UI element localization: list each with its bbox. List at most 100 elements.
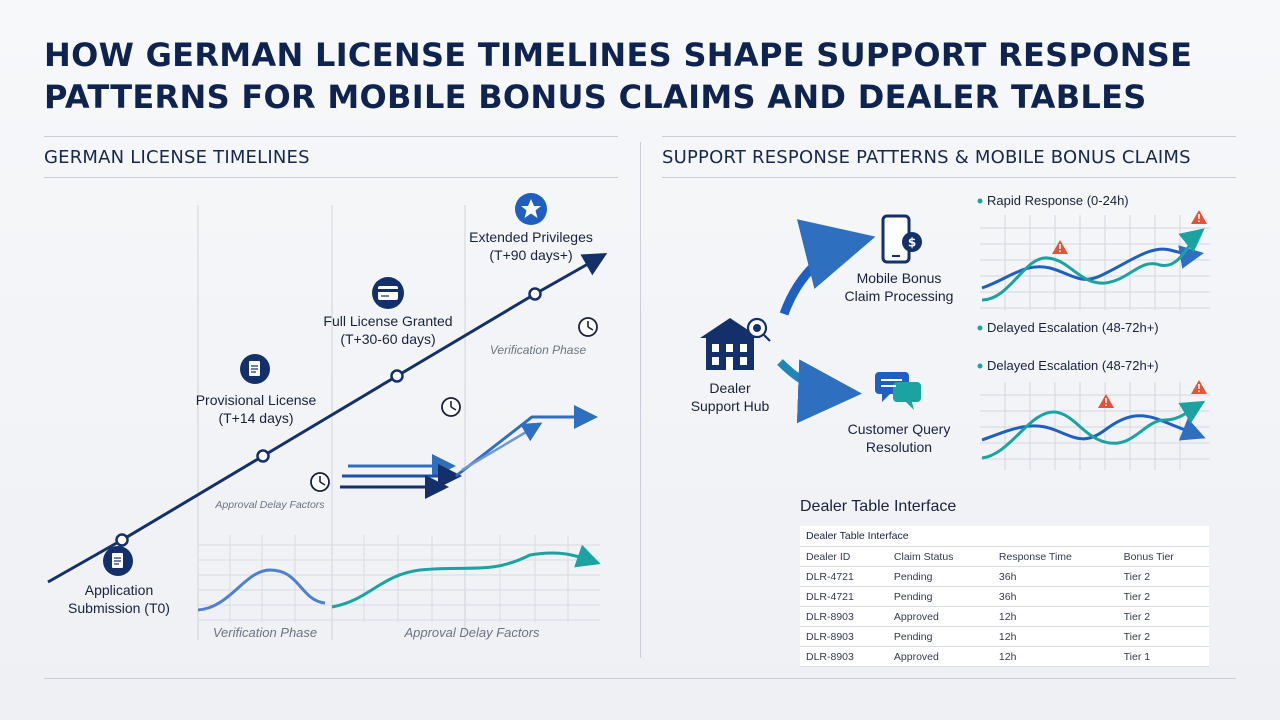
hub-label-2: Support Hub <box>691 398 770 414</box>
top-rule-right <box>662 136 1236 137</box>
provisional-speed-arrows <box>360 394 436 416</box>
mobile-label-1: Mobile Bonus <box>857 270 942 286</box>
approval-delay-upper-label: Approval Delay Factors <box>214 499 325 511</box>
table-cell: 12h <box>992 646 1118 667</box>
table-cell: Tier 2 <box>1117 566 1209 587</box>
top-rule-left <box>44 136 618 137</box>
table-cell: Tier 1 <box>1117 646 1209 667</box>
column-header: Response Time <box>992 547 1118 567</box>
extended-label-1: Extended Privileges <box>469 229 593 245</box>
table-cell: Tier 2 <box>1117 626 1209 647</box>
table-row: DLR-8903 Pending 12h Tier 2 <box>800 626 1209 647</box>
table-cell: Pending <box>887 626 993 647</box>
legend-dot-delayed-b <box>977 363 983 369</box>
document-icon <box>240 354 270 384</box>
full-license-label-2: (T+30-60 days) <box>340 331 435 347</box>
query-label-2: Resolution <box>866 439 932 455</box>
table-cell: 36h <box>992 566 1118 587</box>
table-cell: Pending <box>887 586 993 607</box>
verification-phase-bottom-label: Verification Phase <box>213 625 317 640</box>
mobile-label-2: Claim Processing <box>845 288 954 304</box>
clock-icon <box>578 317 598 337</box>
table-row: DLR-4721 Pending 36h Tier 2 <box>800 566 1209 587</box>
verification-speed-arrows <box>484 315 573 337</box>
legend-dot-rapid <box>977 198 983 204</box>
column-header: Dealer ID <box>800 547 888 567</box>
milestone-dot-extended <box>528 287 542 301</box>
upper-chart-teal-line <box>981 228 1205 302</box>
dealer-table: Dealer Table Interface Dealer ID Claim S… <box>800 526 1209 667</box>
approval-speed-arrows <box>232 469 306 491</box>
table-header-row: Dealer ID Claim Status Response Time Bon… <box>800 547 1209 567</box>
title-line-1: HOW GERMAN LICENSE TIMELINES SHAPE SUPPO… <box>44 36 1193 74</box>
table-cell: DLR-4721 <box>800 586 888 607</box>
table-cell: 12h <box>992 626 1118 647</box>
table-cell: Tier 2 <box>1117 606 1209 627</box>
left-bottom-grid <box>198 535 600 622</box>
svg-text:$: $ <box>908 236 916 250</box>
id-card-icon <box>372 277 404 309</box>
title-line-2: PATTERNS FOR MOBILE BONUS CLAIMS AND DEA… <box>44 78 1147 116</box>
column-header: Claim Status <box>887 547 993 567</box>
table-cell: Approved <box>887 646 993 667</box>
provisional-label-1: Provisional License <box>196 392 317 408</box>
chat-bubbles-icon <box>875 372 921 410</box>
table-cell: DLR-8903 <box>800 606 888 627</box>
table-cell: DLR-8903 <box>800 646 888 667</box>
smartphone-dollar-icon: $ <box>881 214 922 264</box>
building-headset-icon <box>700 317 771 370</box>
clock-icon <box>310 472 330 492</box>
table-row: DLR-4721 Pending 36h Tier 2 <box>800 586 1209 607</box>
bottom-rule <box>44 678 1236 679</box>
hub-label-1: Dealer <box>709 380 751 396</box>
warning-icon <box>1191 380 1207 394</box>
right-heading-underline <box>662 177 1236 178</box>
delay-branch-arrows <box>340 405 598 499</box>
milestone-dot-full <box>390 369 404 383</box>
table-cell: DLR-4721 <box>800 566 888 587</box>
table-row: DLR-8903 Approved 12h Tier 1 <box>800 646 1209 667</box>
left-section-heading: GERMAN LICENSE TIMELINES <box>44 147 310 168</box>
table-cell: Approved <box>887 606 993 627</box>
document-icon <box>103 546 133 576</box>
star-badge-icon <box>515 193 547 225</box>
application-label-2: Submission (T0) <box>68 600 170 616</box>
hub-to-query-arrow <box>777 359 862 424</box>
clock-icon <box>441 397 461 417</box>
legend-delayed-a: Delayed Escalation (48-72h+) <box>987 320 1159 335</box>
table-cell: 36h <box>992 586 1118 607</box>
extended-label-2: (T+90 days+) <box>489 247 572 263</box>
lower-chart-blue-line <box>981 414 1206 442</box>
right-section-heading: SUPPORT RESPONSE PATTERNS & MOBILE BONUS… <box>662 147 1191 168</box>
milestone-dot-application <box>115 533 129 547</box>
table-cell: 12h <box>992 606 1118 627</box>
table-cell: Tier 2 <box>1117 586 1209 607</box>
warning-icon <box>1098 394 1114 408</box>
query-label-1: Customer Query <box>848 421 951 437</box>
warning-icon <box>1052 240 1068 254</box>
page-title: HOW GERMAN LICENSE TIMELINES SHAPE SUPPO… <box>44 34 1244 118</box>
table-cell: DLR-8903 <box>800 626 888 647</box>
table-cell: Pending <box>887 566 993 587</box>
license-timeline-line <box>47 253 608 584</box>
dealer-table-caption: Dealer Table Interface <box>800 526 1209 547</box>
left-heading-underline <box>44 177 618 178</box>
table-row: DLR-8903 Approved 12h Tier 2 <box>800 606 1209 627</box>
center-divider <box>640 142 641 658</box>
lower-chart-teal-line <box>981 400 1206 460</box>
legend-delayed-b: Delayed Escalation (48-72h+) <box>987 358 1159 373</box>
warning-icon <box>1191 210 1207 224</box>
full-license-label-1: Full License Granted <box>323 313 452 329</box>
column-header: Bonus Tier <box>1117 547 1209 567</box>
legend-dot-delayed-a <box>977 325 983 331</box>
provisional-label-2: (T+14 days) <box>218 410 293 426</box>
dealer-table-title: Dealer Table Interface <box>800 498 957 515</box>
application-label-1: Application <box>85 582 154 598</box>
verification-phase-upper-label: Verification Phase <box>490 343 587 357</box>
approval-delay-bottom-label: Approval Delay Factors <box>403 625 540 640</box>
legend-rapid: Rapid Response (0-24h) <box>987 193 1129 208</box>
approval-trend-line <box>331 544 601 609</box>
hub-to-mobile-arrow <box>779 219 876 316</box>
milestone-dot-provisional <box>256 449 270 463</box>
